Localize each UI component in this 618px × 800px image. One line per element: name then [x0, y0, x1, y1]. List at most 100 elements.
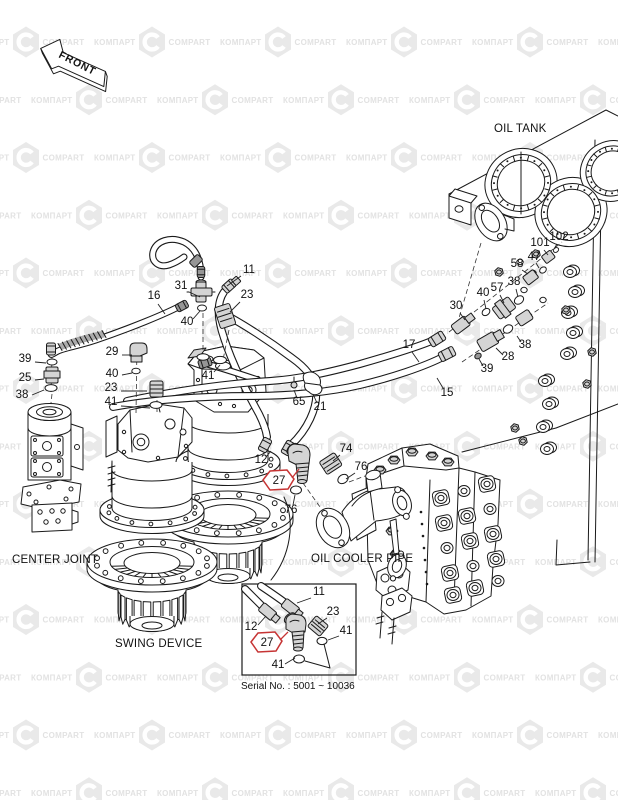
watermark-word-left: КОМПАРТ [157, 327, 199, 336]
watermark-word-left: КОМПАРТ [346, 38, 388, 47]
watermark-word-right: COMPART [358, 673, 400, 682]
callout-number: 12 [245, 621, 258, 633]
oring-40a [197, 304, 207, 312]
callout-number: 27 [273, 475, 286, 487]
watermark-word-left: КОМПАРТ [346, 269, 388, 278]
callout-16: 16 [148, 290, 166, 315]
oring-38 [44, 384, 58, 392]
callout-number: 38 [519, 339, 532, 351]
callout-41: 41 [327, 625, 352, 641]
watermark-word-left: КОМПАРТ [409, 327, 451, 336]
hexagon-c-logo-icon [13, 257, 39, 289]
watermark-word-right: COMPART [43, 385, 85, 394]
callout-40: 40 [477, 287, 490, 310]
watermark-word-left: КОМПАРТ [472, 616, 514, 625]
hexagon-c-logo-icon [13, 719, 39, 751]
callout-57: 57 [491, 282, 505, 304]
watermark-word-left: КОМПАРТ [31, 673, 73, 682]
hexagon-c-logo-icon [454, 430, 480, 462]
watermark-word-left: КОМПАРТ [346, 385, 388, 394]
watermark-word-left: КОМПАРТ [220, 38, 262, 47]
callout-number: 25 [19, 372, 32, 384]
watermark-word-right: COMPART [295, 269, 337, 278]
callout-39: 39 [19, 353, 47, 365]
watermark-word-left: КОМПАРТ [220, 731, 262, 740]
watermark-word-right: COMPART [295, 500, 337, 509]
hexagon-c-logo-icon [580, 84, 606, 116]
fitting-23b [149, 380, 164, 398]
watermark-word-right: COMPART [421, 731, 463, 740]
callout-number: 65 [293, 396, 306, 408]
watermark-word-left: КОМПАРТ [535, 327, 577, 336]
watermark-word-left: КОМПАРТ [31, 96, 73, 105]
callout-number: 40 [477, 287, 490, 299]
hexagon-c-logo-icon [328, 661, 354, 693]
callout-41: 41 [105, 396, 151, 409]
watermark-word-right: COMPART [547, 385, 589, 394]
watermark-word-right: COMPART [169, 731, 211, 740]
watermark-word-right: COMPART [358, 442, 400, 451]
red-hexagon-mark [262, 469, 295, 491]
hexagon-c-logo-icon [580, 546, 606, 578]
swing-front-head [105, 403, 193, 493]
watermark-word-left: КОМПАРТ [94, 385, 136, 394]
watermark-word-right: COMPART [610, 673, 618, 682]
fitting-27 [286, 442, 311, 484]
watermark-word-right: COMPART [358, 96, 400, 105]
callout-11: 11 [296, 586, 325, 604]
watermark-word-left: КОМПАРТ [535, 558, 577, 567]
watermark-word-left: КОМПАРТ [0, 38, 10, 47]
callout-15: 15 [436, 377, 453, 399]
watermark-word-right: COMPART [0, 327, 21, 336]
hexagon-c-logo-icon [265, 719, 291, 751]
callout-102: 102 [549, 231, 569, 250]
callout-number: 29 [106, 346, 119, 358]
watermark-word-left: КОМПАРТ [157, 673, 199, 682]
hexagon-c-logo-icon [454, 84, 480, 116]
callout-number: 101 [530, 237, 549, 249]
motor-head-fittings [43, 279, 323, 415]
callout-number: 40 [181, 316, 194, 328]
serial-number: Serial No. : 5001 ~ 10036 [241, 681, 355, 692]
callout-number: 30 [450, 300, 463, 312]
hexagon-c-logo-icon [202, 84, 228, 116]
oring-39 [46, 358, 58, 366]
callout-30: 30 [450, 300, 466, 321]
swing-device-front [86, 403, 218, 632]
watermark-word-left: КОМПАРТ [0, 616, 10, 625]
watermark-word-right: COMPART [610, 211, 618, 220]
watermark-tile: КОМПАРТ COMPART [346, 719, 463, 751]
hexagon-c-logo-icon [76, 84, 102, 116]
watermark-word-right: COMPART [0, 558, 21, 567]
callout-11: 11 [226, 264, 255, 287]
label-center-joint: CENTER JOINT [12, 554, 98, 566]
tank-fitting-chains [450, 247, 560, 360]
watermark-word-left: КОМПАРТ [346, 731, 388, 740]
hexagon-c-logo-icon [202, 199, 228, 231]
watermark-word-right: COMPART [484, 442, 526, 451]
hexagon-c-logo-icon [265, 26, 291, 58]
watermark-word-right: COMPART [0, 673, 21, 682]
callout-28: 28 [495, 347, 514, 363]
watermark-word-left: КОМПАРТ [220, 616, 262, 625]
callout-23: 23 [229, 289, 253, 313]
watermark-word-left: КОМПАРТ [283, 558, 325, 567]
hexagon-c-logo-icon [139, 719, 165, 751]
oring-40b [131, 367, 141, 375]
